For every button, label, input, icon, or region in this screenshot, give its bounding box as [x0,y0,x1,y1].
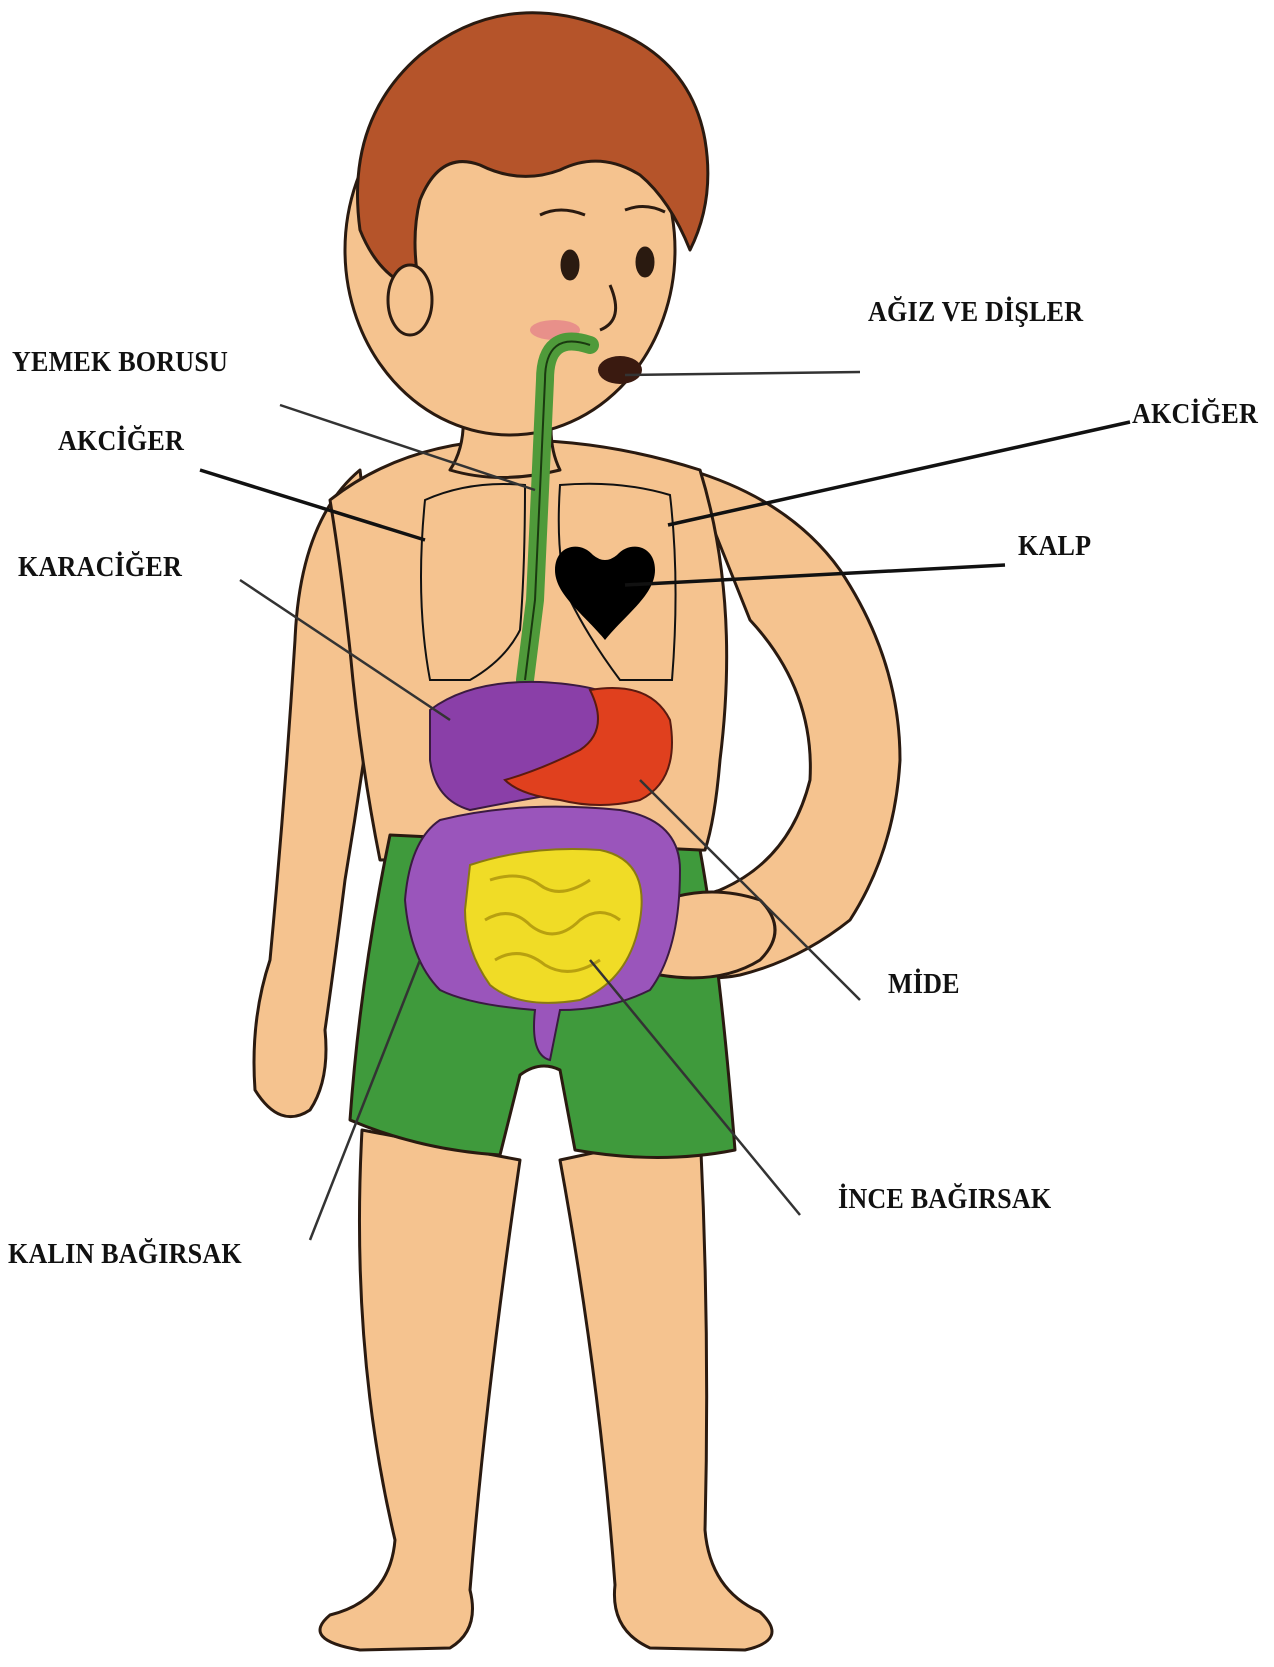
label-large-intestine: KALIN BAĞIRSAK [8,1238,242,1271]
label-mouth-teeth: AĞIZ VE DİŞLER [868,296,1083,329]
label-small-intestine: İNCE BAĞIRSAK [838,1183,1051,1216]
label-stomach: MİDE [888,968,960,1001]
left-leg [320,1130,520,1650]
ear [388,265,432,335]
right-leg [560,1130,772,1650]
label-liver: KARACİĞER [18,551,182,584]
leader-mouth [625,372,860,375]
label-esophagus: YEMEK BORUSU [12,346,228,379]
label-heart: KALP [1018,530,1091,563]
leader-lung-right [668,422,1130,525]
mouth [598,356,642,384]
label-lung-left: AKCİĞER [58,425,184,458]
label-lung-right: AKCİĞER [1132,398,1258,431]
